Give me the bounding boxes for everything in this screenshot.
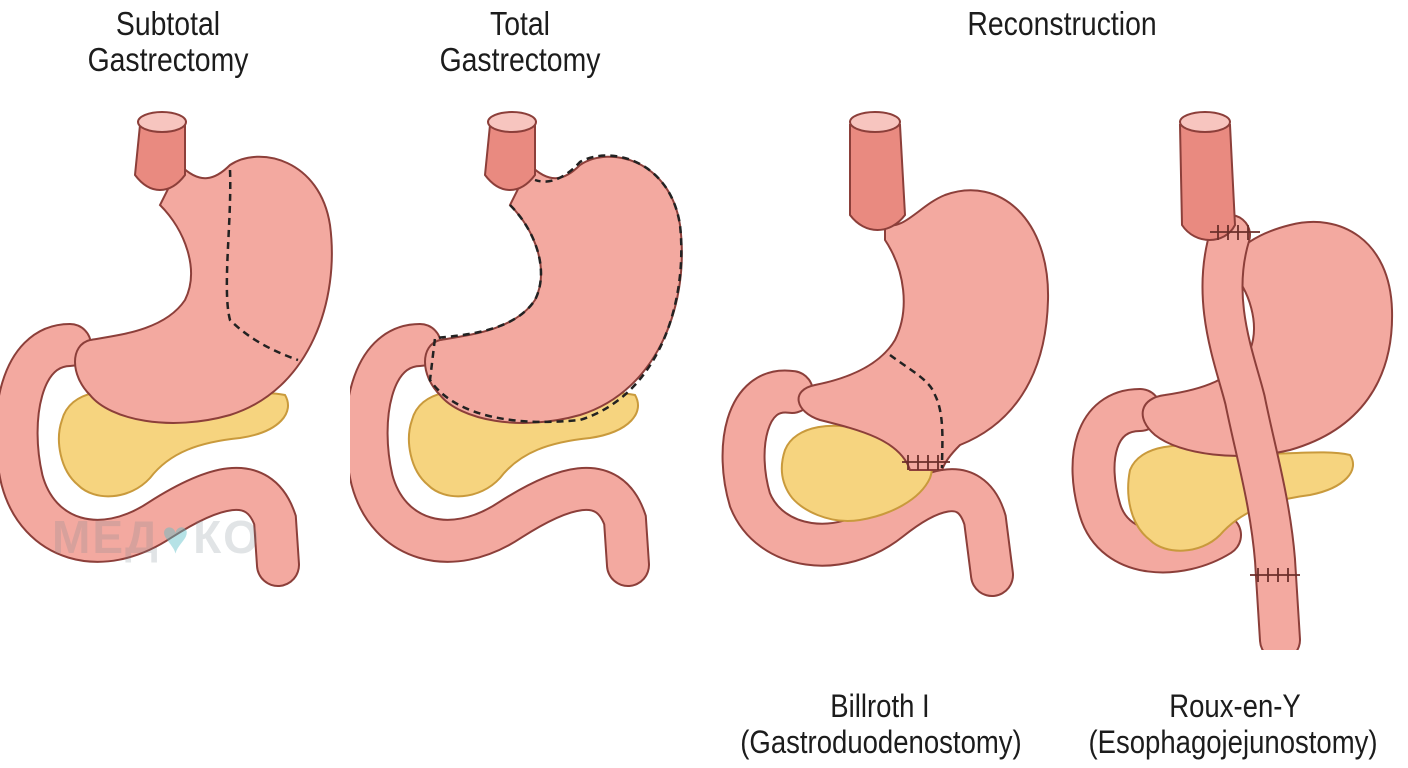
stomach [74,155,333,424]
title-reconstruction: Reconstruction [967,5,1157,42]
esophagus [483,111,537,191]
esophagus [849,111,907,231]
stomach [424,154,683,424]
esophagus [1178,111,1260,241]
watermark-left: МЕД [52,511,160,563]
total-gastrectomy-illustration [350,111,683,587]
duodenum [350,323,650,587]
esophagus [133,111,187,191]
title-subtotal-gastrectomy: Subtotal Gastrectomy [87,5,249,78]
heart-icon: ♥ [161,511,192,563]
title-total-gastrectomy: Total Gastrectomy [439,5,601,78]
roux-en-y-illustration [1071,111,1394,650]
watermark: МЕД♥КО [52,510,261,564]
billroth-i-illustration [721,111,1050,597]
watermark-right: КО [193,511,261,563]
caption-roux-title: Roux-en-Y [1169,688,1301,724]
caption-billroth-subtitle: (Gastroduodenostomy) [740,724,1022,760]
duodenum [721,369,1014,597]
stomach-remnant [797,189,1050,471]
jejunal-limb [1201,214,1301,650]
caption-billroth-title: Billroth I [830,688,930,724]
subtotal-gastrectomy-illustration [0,111,333,587]
caption-roux-subtitle: (Esophagojejunostomy) [1088,724,1378,760]
duodenum [0,323,300,587]
